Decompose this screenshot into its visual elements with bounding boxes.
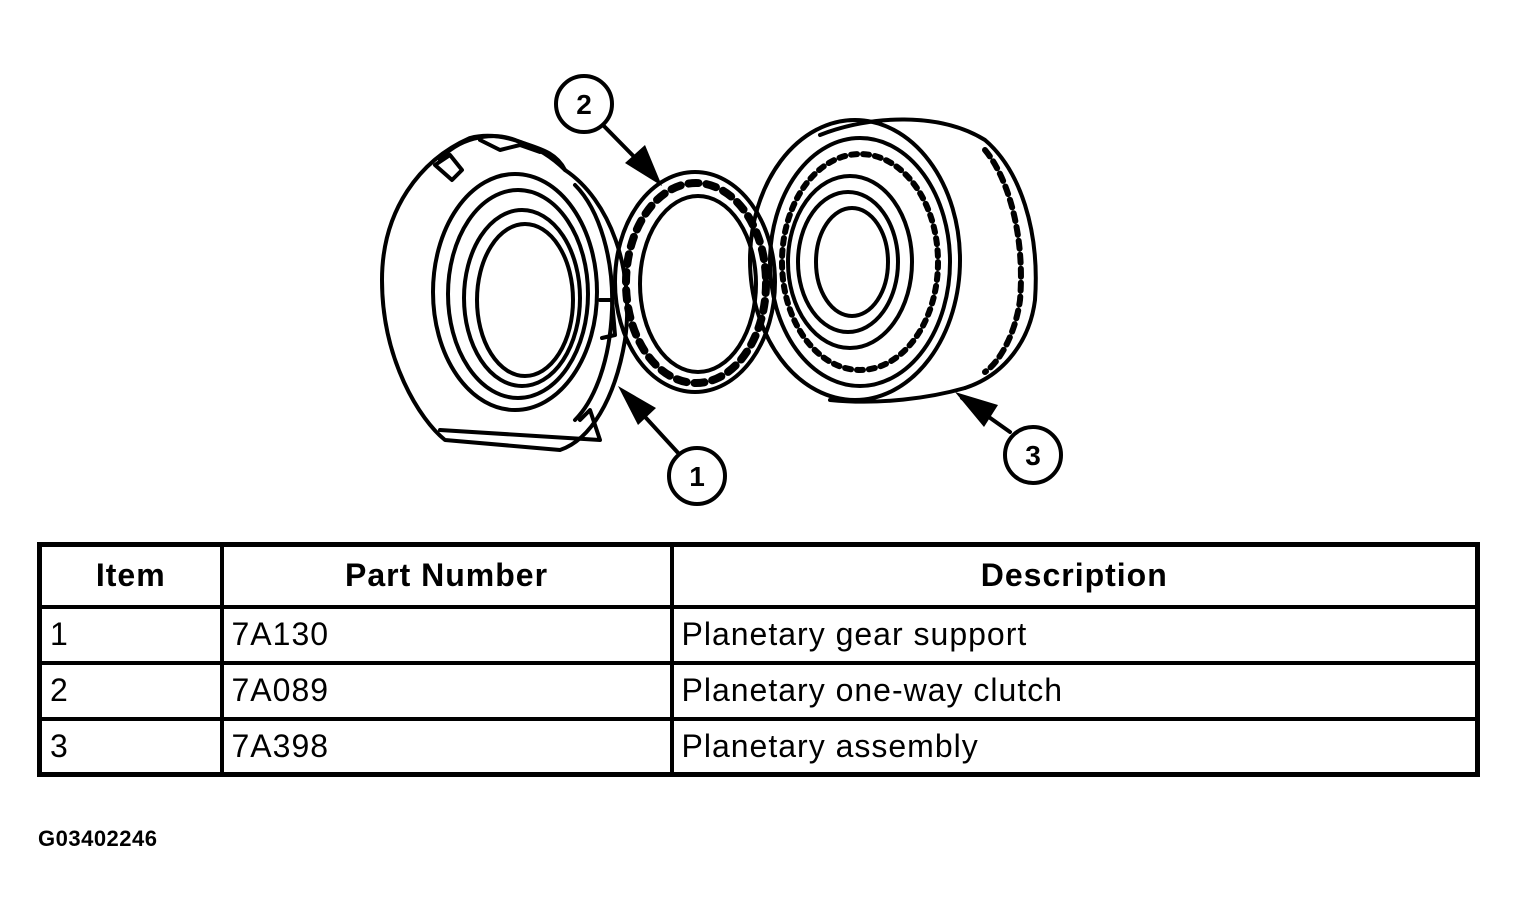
arrowhead-3	[955, 392, 998, 427]
callout-2: 2	[554, 74, 614, 134]
arrowhead-2	[625, 145, 662, 186]
planetary-assembly-drawing	[748, 117, 1038, 404]
cell-description: Planetary assembly	[669, 716, 1480, 777]
figure-id: G03402246	[38, 826, 158, 851]
parts-table: Item Part Number Description 1 7A130 Pla…	[37, 542, 1480, 777]
table-row: 1 7A130 Planetary gear support	[37, 604, 1480, 665]
table-row: 2 7A089 Planetary one-way clutch	[37, 660, 1480, 721]
svg-text:1: 1	[689, 461, 705, 492]
one-way-clutch-drawing	[613, 170, 777, 394]
cell-item: 2	[37, 660, 224, 721]
exploded-parts-illustration: 1 2 3	[380, 74, 1063, 506]
cell-part-number: 7A398	[219, 716, 674, 777]
header-description: Description	[669, 542, 1480, 609]
planetary-gear-support-drawing	[380, 133, 630, 452]
cell-item: 1	[37, 604, 224, 665]
svg-text:2: 2	[576, 89, 592, 120]
cell-description: Planetary gear support	[669, 604, 1480, 665]
cell-description: Planetary one-way clutch	[669, 660, 1480, 721]
callout-3: 3	[1003, 425, 1063, 485]
header-item: Item	[37, 542, 224, 609]
header-part-number: Part Number	[219, 542, 674, 609]
cell-part-number: 7A089	[219, 660, 674, 721]
cell-item: 3	[37, 716, 224, 777]
arrowhead-1	[618, 386, 656, 425]
cell-part-number: 7A130	[219, 604, 674, 665]
table-row: 3 7A398 Planetary assembly	[37, 716, 1480, 777]
table-header-row: Item Part Number Description	[37, 542, 1480, 609]
svg-text:3: 3	[1025, 440, 1041, 471]
callout-1: 1	[667, 446, 727, 506]
